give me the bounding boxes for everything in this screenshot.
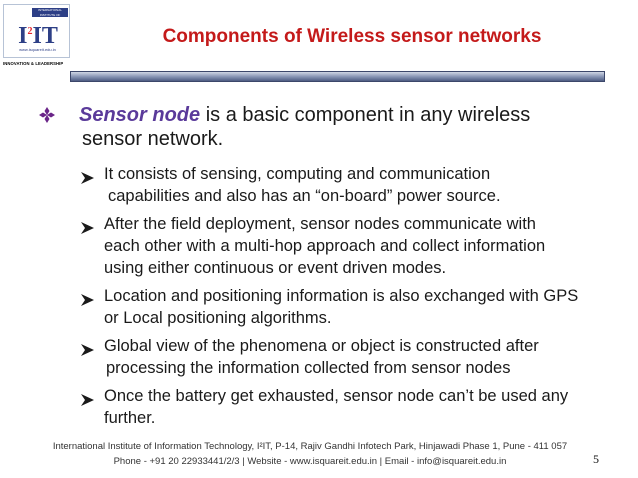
sub-bullet-line: After the field deployment, sensor nodes…	[104, 215, 536, 233]
logo-mark-sup: 2	[27, 26, 33, 37]
arrow-right-icon	[81, 390, 94, 406]
footer-address: International Institute of Information T…	[52, 441, 568, 452]
sub-bullet-line: It consists of sensing, computing and co…	[104, 165, 491, 183]
slide-footer: International Institute of Information T…	[0, 439, 620, 469]
main-bullet-line2: sensor network.	[82, 128, 224, 150]
sub-bullet-text: After the field deployment, sensor nodes…	[104, 213, 621, 279]
sub-bullet-item: Once the battery get exhausted, sensor n…	[81, 385, 621, 429]
sub-bullet-line: each other with a multi-hop approach and…	[104, 237, 546, 255]
logo-mark-i: I	[18, 23, 28, 49]
sub-bullet-line: processing the information collected fro…	[106, 359, 511, 377]
arrow-right-icon	[81, 218, 94, 234]
sub-bullet-line: further.	[104, 409, 156, 427]
logo-frame: INTERNATIONAL INSTITUTE OF INFORMATION T…	[3, 4, 70, 58]
arrow-right-icon	[81, 290, 94, 306]
logo-mark-it: IT	[32, 23, 58, 49]
diamond-cluster-icon	[39, 107, 55, 123]
sub-bullet-line: Once the battery get exhausted, sensor n…	[104, 387, 569, 405]
sub-bullet-text: Global view of the phenomena or object i…	[104, 335, 621, 379]
main-bullet-rest: is a basic component in any wireless	[200, 104, 531, 126]
slide-title: Components of Wireless sensor networks	[162, 26, 542, 47]
logo-url: www.isquareit.edu.in	[19, 47, 56, 52]
sub-bullet-item: Global view of the phenomena or object i…	[81, 335, 621, 379]
logo-institute-name: INTERNATIONAL INSTITUTE OF INFORMATION T…	[32, 8, 68, 17]
sub-bullet-item: It consists of sensing, computing and co…	[81, 163, 621, 207]
institute-logo: INTERNATIONAL INSTITUTE OF INFORMATION T…	[3, 4, 70, 70]
sub-bullet-line: or Local positioning algorithms.	[104, 309, 332, 327]
page-number: 5	[593, 452, 599, 466]
footer-contact: Phone - +91 20 22933441/2/3 | Website - …	[113, 456, 507, 467]
main-bullet-line1: Sensor node is a basic component in any …	[58, 103, 618, 127]
sub-bullet-line: using either continuous or event driven …	[104, 259, 447, 277]
logo-mark: I2IT	[10, 18, 66, 49]
sub-bullet-line: Location and positioning information is …	[104, 287, 579, 305]
title-divider-bar	[70, 71, 605, 82]
sub-bullet-item: Location and positioning information is …	[81, 285, 621, 329]
sub-bullet-text: It consists of sensing, computing and co…	[104, 163, 621, 207]
arrow-right-icon	[81, 340, 94, 356]
sub-bullet-item: After the field deployment, sensor nodes…	[81, 213, 621, 279]
sub-bullet-line: capabilities and also has an “on-board” …	[108, 187, 501, 205]
sub-bullet-text: Once the battery get exhausted, sensor n…	[104, 385, 621, 429]
logo-tagline: INNOVATION & LEADERSHIP	[3, 61, 64, 66]
main-term: Sensor node	[79, 104, 201, 126]
sub-bullet-text: Location and positioning information is …	[104, 285, 621, 329]
sub-bullet-list: It consists of sensing, computing and co…	[81, 163, 621, 435]
main-bullet: Sensor node is a basic component in any …	[39, 103, 618, 151]
arrow-right-icon	[81, 168, 94, 184]
sub-bullet-line: Global view of the phenomena or object i…	[104, 337, 539, 355]
